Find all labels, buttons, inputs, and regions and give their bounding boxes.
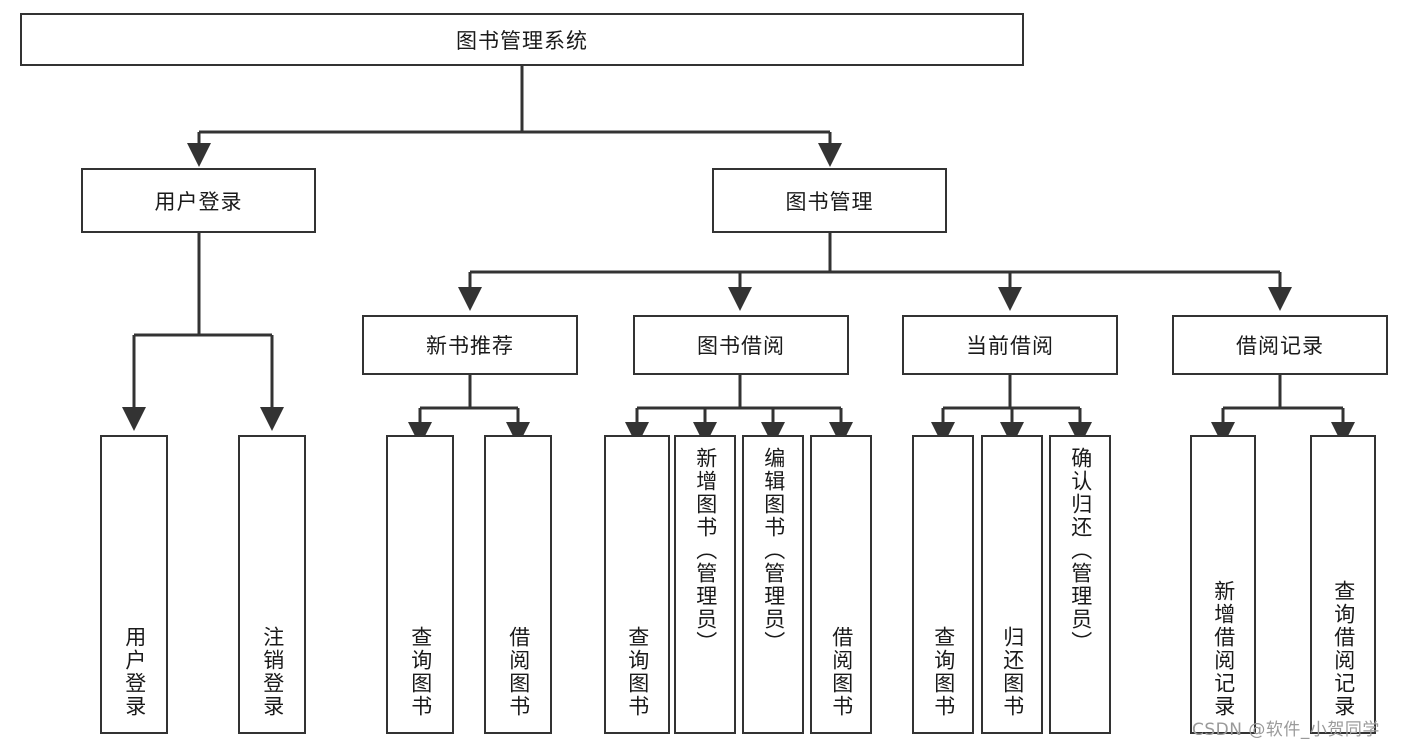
node-level2-2-label: 图书借阅 xyxy=(697,334,785,358)
node-leaf-11[interactable]: 确认归还（管理员） xyxy=(1049,435,1111,734)
node-level2-1[interactable]: 新书推荐 xyxy=(362,315,578,375)
node-leaf-8[interactable]: 借阅图书 xyxy=(810,435,872,734)
node-leaf-4-label: 借阅图书 xyxy=(506,626,531,718)
node-level2-4-label: 借阅记录 xyxy=(1236,334,1324,358)
node-leaf-1-label: 用户登录 xyxy=(122,626,147,718)
node-leaf-1[interactable]: 用户登录 xyxy=(100,435,168,734)
node-root-label: 图书管理系统 xyxy=(456,28,588,53)
node-leaf-6[interactable]: 新增图书（管理员） xyxy=(674,435,736,734)
node-level2-3[interactable]: 当前借阅 xyxy=(902,315,1118,375)
node-leaf-10-label: 归还图书 xyxy=(1000,626,1025,718)
node-leaf-3[interactable]: 查询图书 xyxy=(386,435,454,734)
node-leaf-13-label: 查询借阅记录 xyxy=(1331,580,1356,718)
node-leaf-4[interactable]: 借阅图书 xyxy=(484,435,552,734)
node-leaf-7-label: 编辑图书（管理员） xyxy=(761,447,786,654)
node-leaf-2-label: 注销登录 xyxy=(260,626,285,718)
node-leaf-9[interactable]: 查询图书 xyxy=(912,435,974,734)
node-leaf-12[interactable]: 新增借阅记录 xyxy=(1190,435,1256,734)
node-level2-2[interactable]: 图书借阅 xyxy=(633,315,849,375)
node-leaf-13[interactable]: 查询借阅记录 xyxy=(1310,435,1376,734)
node-leaf-5-label: 查询图书 xyxy=(625,626,650,718)
node-leaf-8-label: 借阅图书 xyxy=(829,626,854,718)
node-level2-1-label: 新书推荐 xyxy=(426,334,514,358)
node-level2-4[interactable]: 借阅记录 xyxy=(1172,315,1388,375)
node-level1-1-label: 用户登录 xyxy=(154,189,243,214)
node-leaf-12-label: 新增借阅记录 xyxy=(1211,580,1236,718)
node-leaf-10[interactable]: 归还图书 xyxy=(981,435,1043,734)
node-leaf-11-label: 确认归还（管理员） xyxy=(1068,447,1093,654)
node-leaf-9-label: 查询图书 xyxy=(931,626,956,718)
node-leaf-7[interactable]: 编辑图书（管理员） xyxy=(742,435,804,734)
node-level1-2[interactable]: 图书管理 xyxy=(712,168,947,233)
node-level2-3-label: 当前借阅 xyxy=(966,334,1054,358)
node-leaf-5[interactable]: 查询图书 xyxy=(604,435,670,734)
node-leaf-2[interactable]: 注销登录 xyxy=(238,435,306,734)
node-level1-1[interactable]: 用户登录 xyxy=(81,168,316,233)
node-leaf-6-label: 新增图书（管理员） xyxy=(693,447,718,654)
node-root[interactable]: 图书管理系统 xyxy=(20,13,1024,66)
node-level1-2-label: 图书管理 xyxy=(785,189,874,214)
node-leaf-3-label: 查询图书 xyxy=(408,626,433,718)
